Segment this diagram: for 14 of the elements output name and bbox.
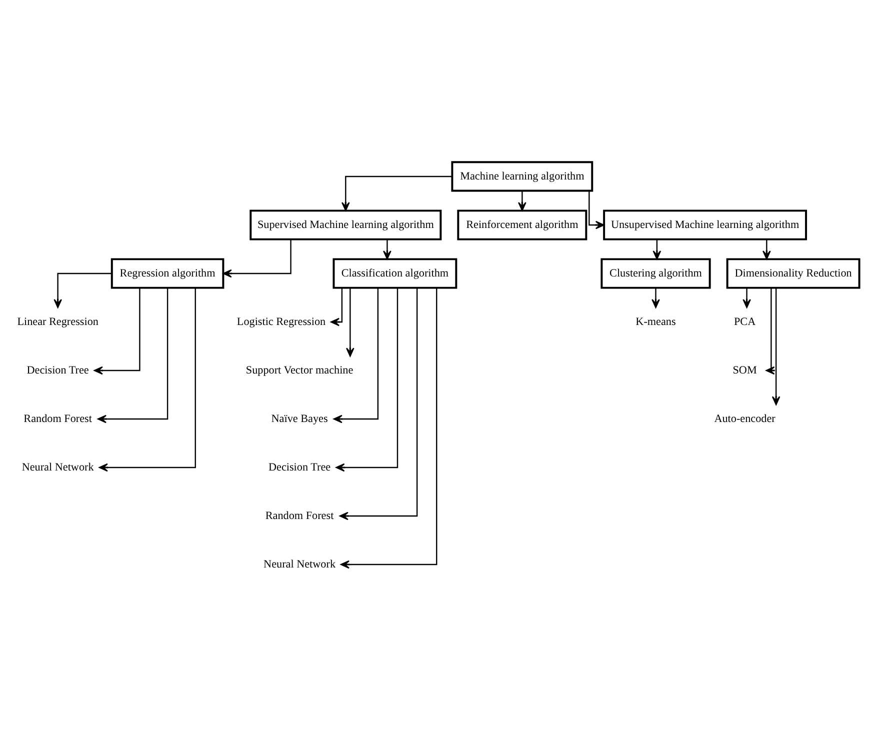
node-text: Neural Network <box>22 461 94 474</box>
node-text: Random Forest <box>24 412 92 425</box>
node-text: K-means <box>636 316 676 328</box>
node-text: Neural Network <box>264 558 336 570</box>
node-text: PCA <box>734 316 756 328</box>
node-text: Logistic Regression <box>236 316 326 328</box>
node-text: SOM <box>732 364 757 376</box>
node-text: Decision Tree <box>26 364 89 376</box>
node-text: Auto-encoder <box>714 412 776 425</box>
node-text: Random Forest <box>265 510 334 522</box>
node-text: Naïve Bayes <box>271 412 328 425</box>
node-text: Decision Tree <box>268 461 331 474</box>
node-text: Linear Regression <box>17 316 98 328</box>
node-text: Support Vector machine <box>246 364 354 376</box>
